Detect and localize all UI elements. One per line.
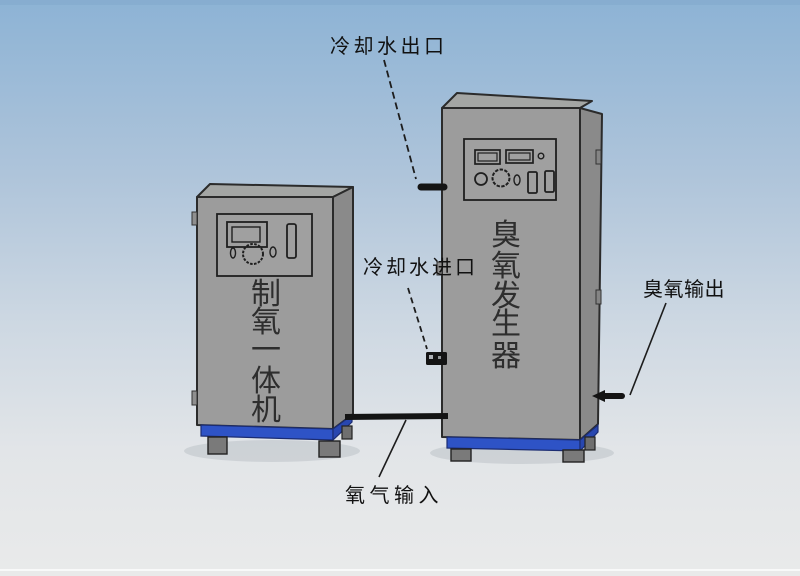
display-screen bbox=[474, 149, 501, 165]
indicator-light bbox=[537, 152, 545, 160]
label-ozone-output: 臭氧输出 bbox=[643, 277, 725, 301]
ozone-machine: 臭 氧 发 生 器 bbox=[436, 92, 603, 463]
display-screen-inner bbox=[231, 226, 261, 243]
label-cooling-water-outlet: 冷却水出口 bbox=[330, 34, 448, 58]
callout-labels: 冷却水出口 冷却水进口 臭氧输出 氧气输入 bbox=[330, 34, 725, 507]
cooling-water-inlet-valve bbox=[426, 352, 447, 365]
name-char: 发 bbox=[491, 279, 521, 314]
name-char: 生 bbox=[491, 307, 521, 342]
bottom-edge-line bbox=[0, 569, 800, 571]
vent-slot bbox=[286, 223, 297, 259]
control-button bbox=[474, 172, 488, 186]
vent-slot bbox=[544, 170, 555, 193]
name-char: 氧 bbox=[491, 249, 521, 284]
ozone-control-panel bbox=[463, 138, 557, 201]
hinge-bump bbox=[436, 261, 443, 276]
valve-highlight bbox=[438, 356, 441, 359]
machine-foot bbox=[341, 425, 353, 440]
leader-cooling-water-inlet bbox=[407, 287, 428, 350]
name-char: 体 bbox=[251, 364, 281, 399]
pipe-flange bbox=[592, 390, 605, 402]
label-oxygen-input: 氧气输入 bbox=[345, 483, 443, 507]
name-char: 制 bbox=[251, 277, 281, 312]
indicator-light bbox=[229, 247, 237, 259]
machine-foot bbox=[207, 436, 228, 455]
oxygen-machine-top-face bbox=[196, 183, 354, 198]
machine-foot bbox=[318, 440, 341, 458]
control-knob bbox=[242, 243, 264, 265]
hinge-bump bbox=[595, 149, 602, 165]
display-screen-inner bbox=[508, 152, 531, 161]
leader-oxygen-input bbox=[378, 419, 407, 478]
indicator-light bbox=[269, 246, 277, 258]
oxygen-machine: 制 氧 一 体 机 bbox=[191, 183, 354, 458]
ozone-output-pipe bbox=[592, 390, 625, 402]
hinge-bump bbox=[191, 390, 198, 406]
name-char: 氧 bbox=[251, 305, 281, 340]
name-char: 机 bbox=[251, 393, 281, 428]
leader-cooling-water-outlet bbox=[383, 59, 417, 180]
oxygen-machine-name: 制 氧 一 体 机 bbox=[251, 277, 281, 428]
label-cooling-water-inlet: 冷却水进口 bbox=[363, 255, 478, 279]
oxygen-input-pipe bbox=[344, 413, 449, 420]
indicator-light bbox=[513, 174, 521, 186]
machine-foot bbox=[584, 436, 596, 451]
name-char: 臭 bbox=[491, 218, 521, 253]
pipes bbox=[344, 183, 625, 420]
oxygen-machine-side-face bbox=[332, 186, 354, 430]
top-edge-strip bbox=[0, 0, 800, 5]
name-char: 一 bbox=[251, 333, 281, 368]
hinge-bump bbox=[191, 211, 198, 226]
machine-foot bbox=[562, 449, 585, 463]
display-screen-inner bbox=[477, 152, 498, 162]
display-screen bbox=[226, 221, 268, 248]
valve-highlight bbox=[429, 355, 433, 359]
hinge-bump bbox=[595, 289, 602, 305]
control-panel-frame bbox=[463, 138, 557, 201]
machine-foot bbox=[450, 448, 472, 462]
oxygen-control-panel bbox=[216, 213, 313, 277]
control-knob bbox=[491, 168, 511, 188]
display-screen bbox=[505, 149, 534, 164]
control-panel-frame bbox=[216, 213, 313, 277]
name-char: 器 bbox=[491, 339, 521, 374]
leader-lines bbox=[378, 59, 667, 478]
vent-slot bbox=[527, 171, 538, 194]
leader-ozone-output bbox=[629, 302, 667, 396]
ozone-machine-name: 臭 氧 发 生 器 bbox=[491, 218, 521, 374]
oxygen-machine-shadow bbox=[184, 440, 360, 462]
